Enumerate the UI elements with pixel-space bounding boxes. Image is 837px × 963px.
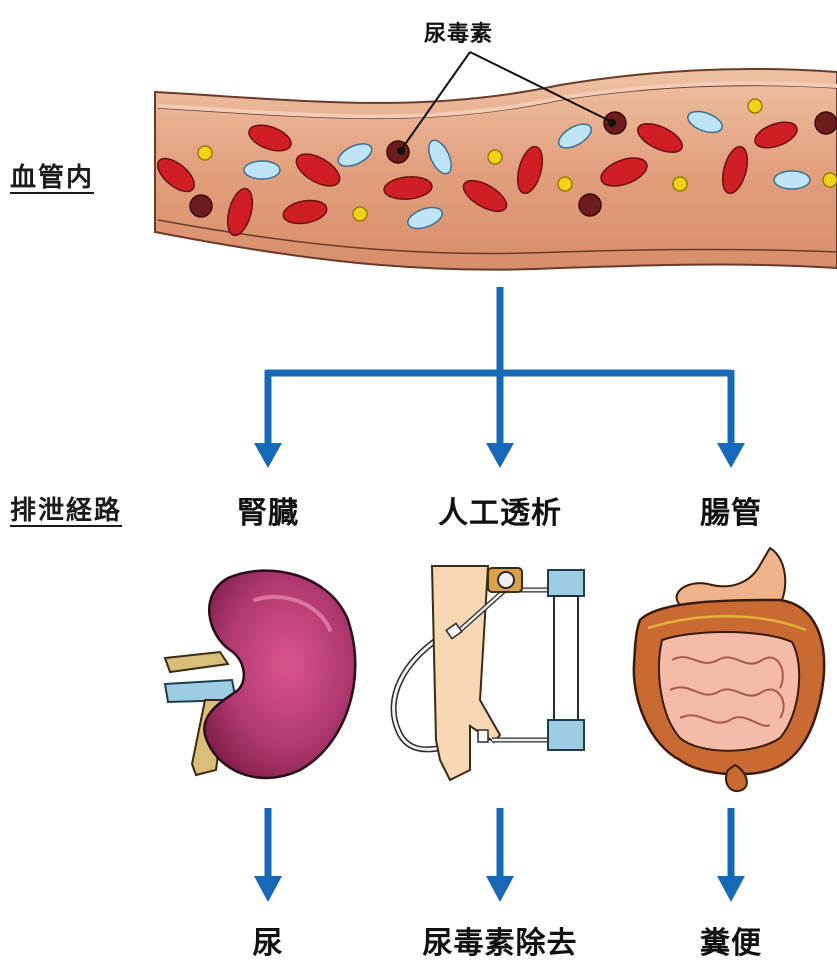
white-blood-cell xyxy=(774,171,810,189)
arrowheads-top xyxy=(254,443,745,468)
result-urine-label: 尿 xyxy=(218,918,318,962)
platelet xyxy=(198,146,212,160)
toxin-label: 尿毒素 xyxy=(424,16,493,48)
excretion-route-label: 排泄経路 xyxy=(10,490,122,527)
toxin-particle xyxy=(579,194,601,216)
result-arrows xyxy=(268,808,731,878)
blood-vessel-label: 血管内 xyxy=(10,157,94,194)
result-feces-label: 糞便 xyxy=(671,918,791,962)
result-toxin-removal-label: 尿毒素除去 xyxy=(400,918,600,962)
platelet xyxy=(823,173,837,187)
route-kidney-label: 腎臓 xyxy=(208,488,328,532)
platelet xyxy=(748,99,762,113)
platelet xyxy=(353,207,367,221)
route-dialysis-label: 人工透析 xyxy=(410,488,590,532)
toxin-particle xyxy=(815,112,837,134)
dialysis-machine-icon xyxy=(394,566,584,780)
platelet xyxy=(673,177,687,191)
route-intestine-label: 腸管 xyxy=(671,488,791,532)
kidney-icon xyxy=(165,571,355,778)
intestine-icon xyxy=(634,548,824,791)
white-blood-cell xyxy=(244,161,280,179)
toxin-particle xyxy=(190,195,212,217)
arrowheads-bottom xyxy=(254,876,745,902)
platelet xyxy=(558,177,572,191)
platelet xyxy=(488,150,502,164)
branch-arrows xyxy=(266,287,731,445)
